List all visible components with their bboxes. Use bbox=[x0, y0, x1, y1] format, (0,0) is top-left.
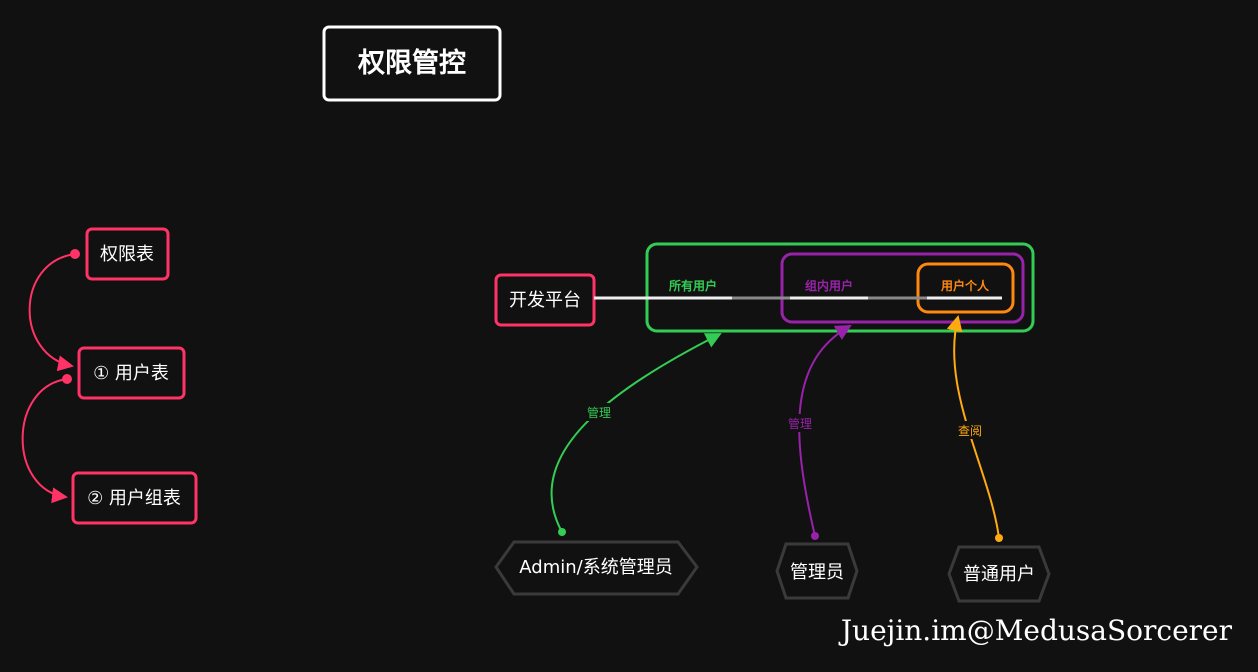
admin-edge-label: 管理 bbox=[587, 405, 611, 420]
dev-platform-node: 开发平台 bbox=[494, 273, 596, 327]
admin-manage-edge bbox=[550, 333, 722, 533]
admin-role-label: Admin/系统管理员 bbox=[519, 557, 672, 578]
manager-manage-edge bbox=[798, 325, 852, 537]
permission-to-user-table-edge bbox=[28, 253, 76, 372]
admin-edge-label-bg bbox=[580, 403, 618, 421]
user-to-group-table-edge bbox=[21, 378, 68, 504]
personal-user-label: 用户个人 bbox=[940, 278, 990, 293]
user-table-node: ① 用户表 bbox=[77, 346, 186, 400]
dev-platform-label: 开发平台 bbox=[509, 290, 581, 311]
user-edge-label: 查阅 bbox=[958, 424, 982, 438]
manager-edge-start bbox=[811, 532, 819, 540]
user-table-label: ① 用户表 bbox=[93, 363, 169, 384]
manager-edge-label-bg bbox=[782, 414, 820, 432]
group-users-label: 组内用户 bbox=[805, 278, 853, 293]
permission-edge-start bbox=[70, 249, 80, 259]
user-group-table-label: ② 用户组表 bbox=[87, 488, 181, 509]
normal-user-role-label: 普通用户 bbox=[963, 564, 1035, 585]
user-edge-start bbox=[995, 534, 1003, 542]
title-box: 权限管控 bbox=[322, 25, 502, 102]
permission-table-label: 权限表 bbox=[100, 244, 154, 265]
watermark-text: Juejin.im@MedusaSorcerer bbox=[838, 614, 1233, 647]
manager-edge-label: 管理 bbox=[788, 416, 812, 431]
admin-edge-start bbox=[558, 528, 566, 536]
personal-user-scope bbox=[916, 262, 1015, 314]
user-table-edge-start bbox=[62, 374, 72, 384]
user-group-table-node: ② 用户组表 bbox=[71, 471, 198, 525]
permission-table-node: 权限表 bbox=[85, 227, 170, 281]
normal-user-role-node: 普通用户 bbox=[947, 545, 1051, 603]
manager-role-node: 管理员 bbox=[775, 542, 859, 600]
user-edge-label-bg bbox=[951, 421, 989, 439]
admin-role-node: Admin/系统管理员 bbox=[494, 540, 699, 596]
page-title: 权限管控 bbox=[357, 48, 466, 79]
manager-role-label: 管理员 bbox=[790, 562, 844, 583]
all-users-label: 所有用户 bbox=[669, 278, 717, 293]
group-users-scope bbox=[780, 252, 1025, 324]
